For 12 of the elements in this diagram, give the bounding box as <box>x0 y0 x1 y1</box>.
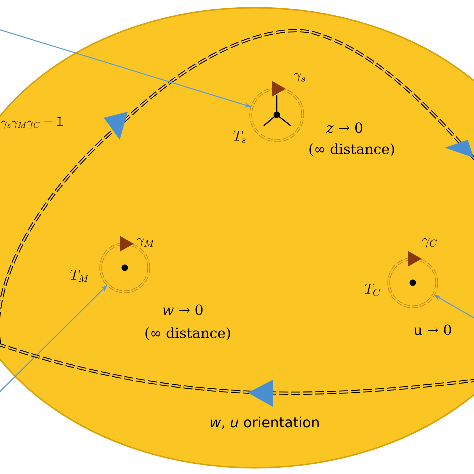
limit-note: (∞ distance) <box>310 144 394 156</box>
puncture-label: $T_C$ <box>365 284 381 296</box>
puncture-label: $T_s$ <box>234 131 246 144</box>
orientation-note: w, u orientation <box>211 416 319 430</box>
puncture-label: $T_M$ <box>70 270 89 282</box>
limit-note: u → 0 <box>414 324 452 336</box>
loop-label: $\gamma_s$ <box>294 73 306 83</box>
product-equation: $\gamma_s\gamma_M\gamma_C = \textsf{𝟙}$ <box>1 117 64 129</box>
loop-label: $\gamma_C$ <box>422 238 438 248</box>
limit-note: w → 0 <box>163 304 203 316</box>
limit-note: z → 0 <box>326 122 363 134</box>
limit-note: (∞ distance) <box>146 328 230 340</box>
